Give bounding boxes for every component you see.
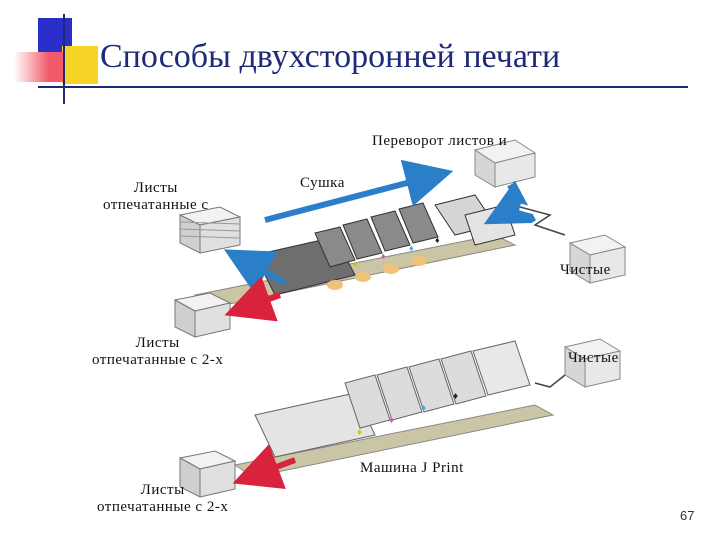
title-underline [38, 86, 688, 88]
bottom-printing-machine-jprint: ♦ ♦ ♦ ♦ [254, 340, 531, 458]
drying-arrow [264, 159, 454, 223]
svg-text:♦: ♦ [453, 391, 458, 402]
printed-one-side-stack [178, 206, 242, 254]
svg-text:♦: ♦ [357, 427, 362, 438]
svg-text:♦: ♦ [435, 235, 440, 245]
page-number: 67 [680, 508, 695, 523]
slide-title: Способы двухсторонней печати [100, 38, 561, 75]
duplex-printing-diagram: ♦ ♦ ♦ ♦ [173, 139, 627, 498]
label-flip-sheets: Переворот листов и [372, 133, 508, 149]
label-blank-top: Чистые [560, 262, 611, 278]
label-printed-two-sides-bottom: Листы отпечатанные с 2-х [97, 482, 229, 515]
flip-arrow [483, 180, 538, 225]
output-arrow-bottom [232, 444, 297, 490]
label-printed-one-side: Листы отпечатанные с [103, 180, 209, 213]
blank-feed-arrow-top [519, 203, 567, 239]
svg-text:♦: ♦ [353, 259, 358, 269]
blank-stack-top [568, 234, 627, 284]
decor-yellow-square [62, 46, 98, 84]
decor-red-square [14, 52, 64, 82]
return-arrow [223, 249, 287, 294]
printed-two-sides-stack-top [173, 292, 232, 338]
label-printed-two-sides-top: Листы отпечатанные с 2-х [92, 335, 224, 368]
svg-text:♦: ♦ [409, 243, 414, 253]
top-flip-stack [473, 139, 537, 188]
decor-vertical-line [63, 14, 65, 104]
svg-text:♦: ♦ [421, 403, 426, 414]
label-machine-name: Машина J Print [360, 460, 464, 476]
printed-two-sides-stack-bottom [178, 450, 237, 498]
label-blank-bottom: Чистые [568, 350, 619, 366]
label-drying: Сушка [300, 175, 345, 191]
blank-stack-bottom [563, 338, 622, 388]
blank-feed-arrow-bottom [534, 372, 568, 391]
svg-text:♦: ♦ [381, 251, 386, 261]
output-arrow-top [224, 276, 282, 322]
svg-text:♦: ♦ [389, 415, 394, 426]
